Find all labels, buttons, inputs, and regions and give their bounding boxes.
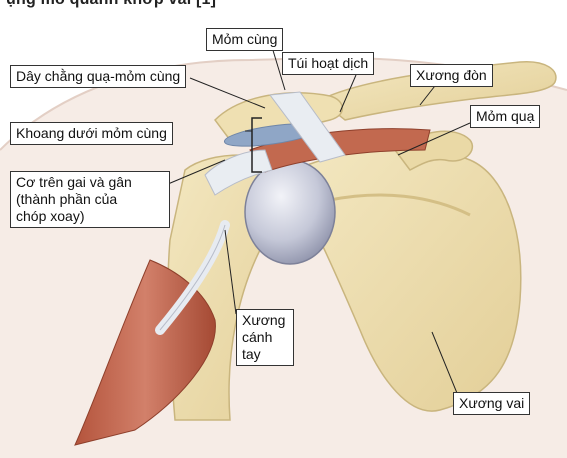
label-supraspinatus-line-1: Cơ trên gai và gân (16, 174, 164, 191)
label-humerus: Xương cánh tay (236, 309, 294, 366)
label-humerus-line-1: Xương (242, 312, 288, 329)
label-supraspinatus: Cơ trên gai và gân (thành phần của chóp … (10, 171, 170, 228)
humeral-head-cartilage (245, 160, 335, 264)
label-coracoid: Mỏm quạ (470, 105, 540, 128)
label-bursa: Túi hoạt dịch (282, 52, 374, 75)
label-scapula: Xương vai (453, 392, 530, 415)
label-acromion-tip: Mỏm cùng (206, 28, 283, 51)
label-clavicle: Xương đòn (410, 64, 493, 87)
label-supraspinatus-line-3: chóp xoay) (16, 208, 164, 225)
label-subacromial-space: Khoang dưới mỏm cùng (10, 122, 173, 145)
label-humerus-line-3: tay (242, 346, 288, 363)
label-supraspinatus-line-2: (thành phần của (16, 191, 164, 208)
label-coracoacromial-ligament: Dây chằng quạ-mỏm cùng (10, 65, 186, 88)
label-humerus-line-2: cánh (242, 329, 288, 346)
